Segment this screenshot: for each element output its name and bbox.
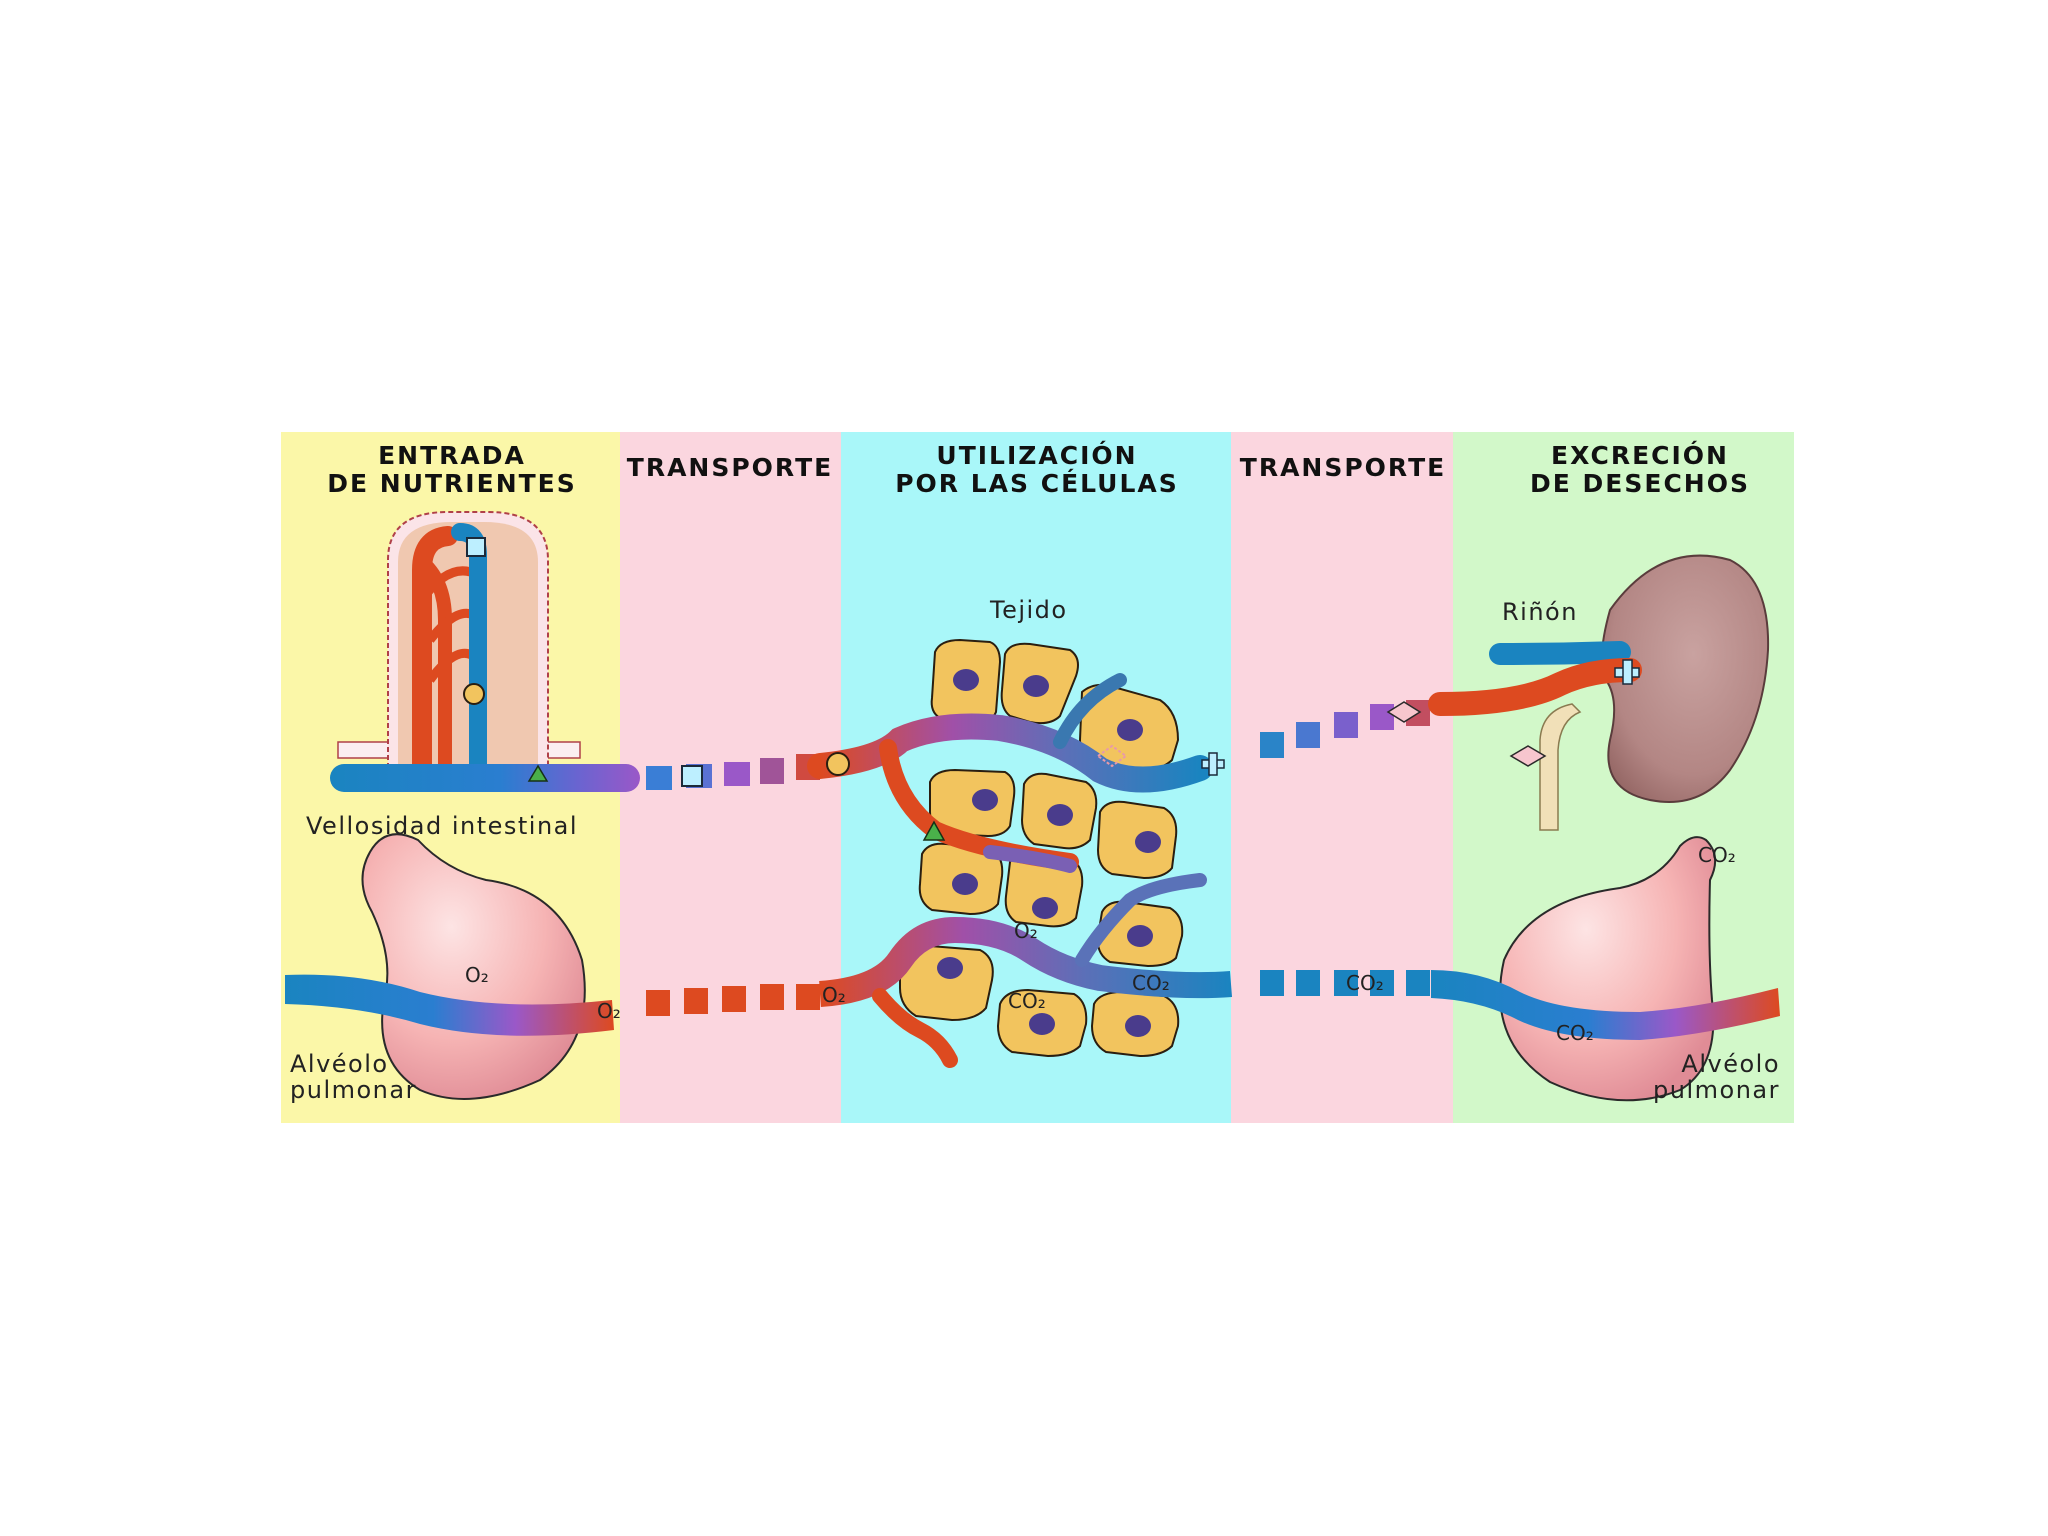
header-excretion-line1: EXCRECIÓN: [1551, 440, 1729, 470]
header-transport-right: TRANSPORTE: [1240, 453, 1446, 482]
transport-vessel-bottom-left: [646, 984, 820, 1016]
square-nutrient-icon: [681, 765, 703, 787]
cross-waste-icon: [1614, 659, 1640, 685]
gas-co2-tissue: CO₂: [1008, 989, 1046, 1013]
circle-nutrient-icon: [826, 752, 850, 776]
label-alveolus-left-line2: pulmonar: [290, 1076, 417, 1104]
alveolus-left: [285, 833, 614, 1100]
header-transport-left: TRANSPORTE: [627, 453, 833, 482]
tissue-vessels-bottom: [818, 873, 1233, 1068]
label-alveolus-right-line1: Alvéolo: [1681, 1050, 1780, 1078]
square-nutrient-icon: [466, 537, 486, 557]
label-alveolus-right-line2: pulmonar: [1653, 1076, 1780, 1104]
triangle-nutrient-icon: [527, 764, 549, 782]
label-tissue: Tejido: [989, 596, 1068, 624]
label-kidney: Riñón: [1502, 598, 1578, 626]
kidney: [1428, 554, 1770, 831]
diamond-waste-icon: [1509, 745, 1547, 767]
label-alveolus-left-line1: Alvéolo: [290, 1050, 389, 1078]
label-villus: Vellosidad intestinal: [306, 812, 578, 840]
triangle-nutrient-icon: [922, 820, 946, 841]
alveolus-right: [1431, 836, 1780, 1102]
gas-o2-vessel-left: O₂: [597, 999, 621, 1023]
gas-co2-vessel-right: CO₂: [1556, 1021, 1594, 1045]
gas-o2-tissue-inflow: O₂: [822, 983, 846, 1007]
gas-o2-tissue: O₂: [1014, 919, 1038, 943]
gas-co2-released: CO₂: [1698, 843, 1736, 867]
cross-waste-icon: [1201, 752, 1225, 776]
header-intake-line2: DE NUTRIENTES: [327, 469, 577, 498]
header-intake-line1: ENTRADA: [378, 441, 526, 470]
panel-transport-right: [1231, 432, 1453, 1123]
gas-co2-tissue-outflow: CO₂: [1132, 971, 1170, 995]
diamond-waste-icon: [1096, 744, 1128, 768]
circle-nutrient-icon: [463, 683, 485, 705]
diamond-waste-icon: [1386, 701, 1422, 723]
tissue-cells: [899, 638, 1184, 1058]
gas-co2-transport-right: CO₂: [1346, 971, 1384, 995]
header-cells-line1: UTILIZACIÓN: [936, 440, 1137, 470]
intestinal-villus: [330, 511, 640, 792]
header-cells-line2: POR LAS CÉLULAS: [895, 469, 1179, 498]
transport-vessel-bottom-right: [1260, 970, 1430, 996]
gas-o2-alveolus-left: O₂: [465, 963, 489, 987]
header-excretion-line2: DE DESECHOS: [1530, 469, 1750, 498]
